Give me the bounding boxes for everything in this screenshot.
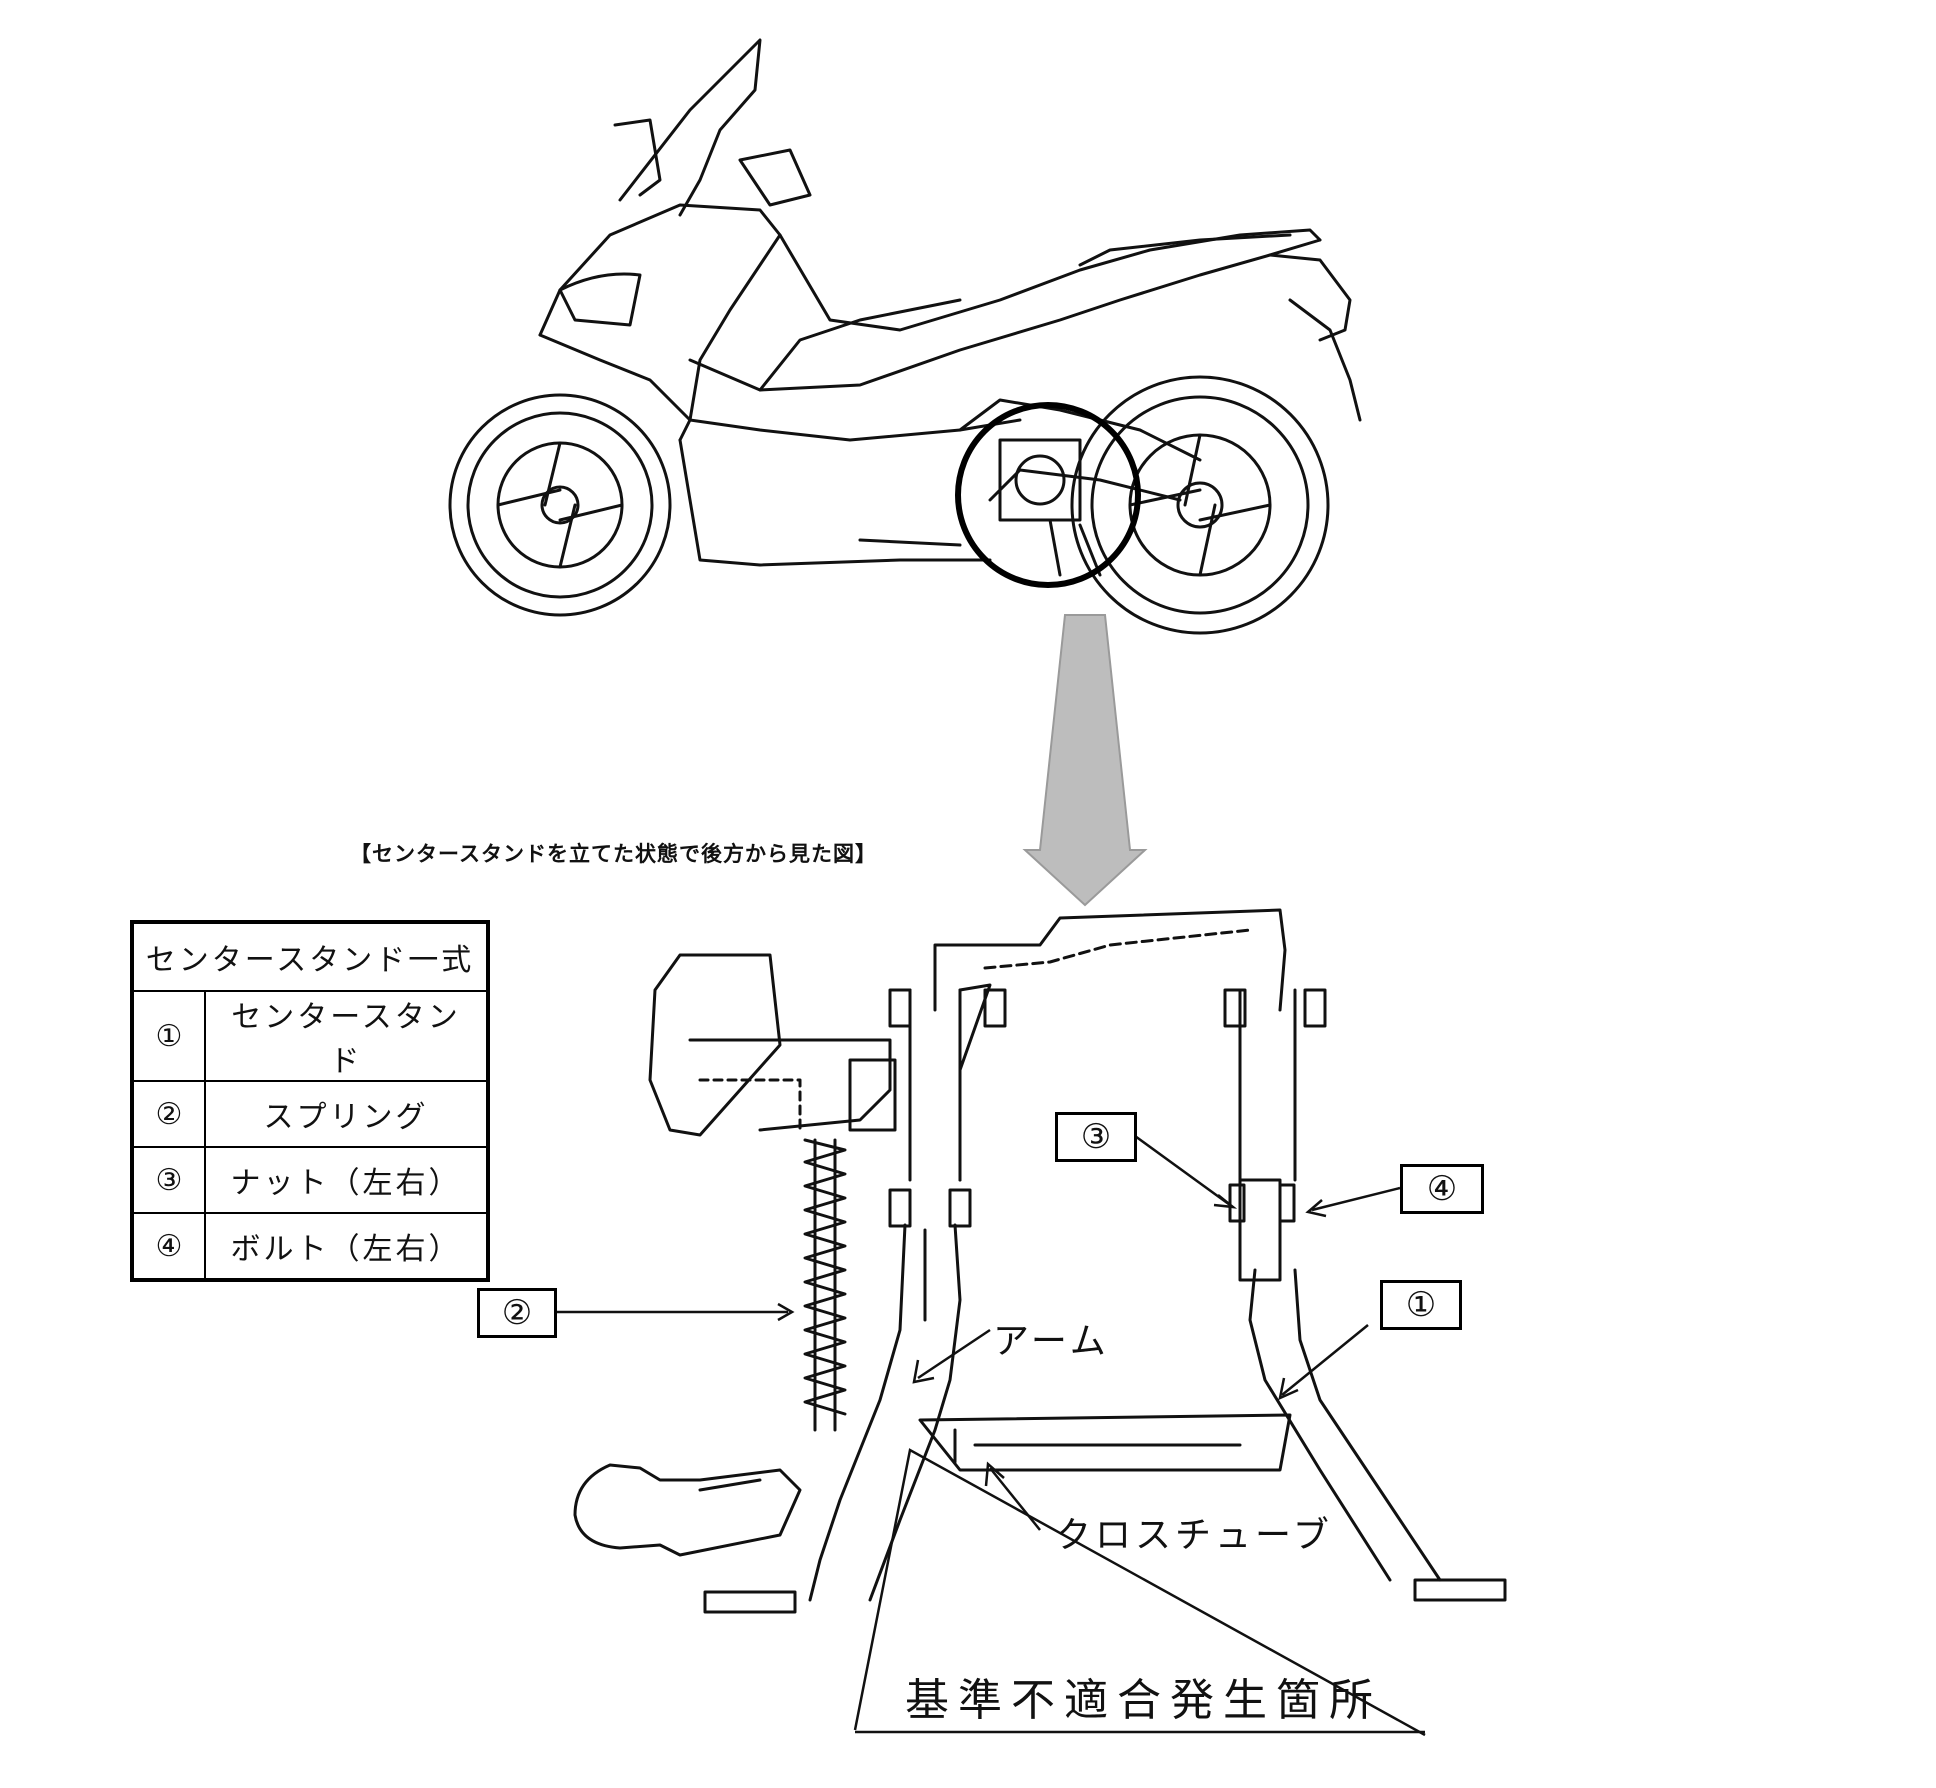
view-caption: 【センタースタンドを立てた状態で後方から見た図】 [350, 841, 877, 866]
scooter-illustration [448, 38, 1362, 635]
table-row: ④ ボルト（左右） [132, 1212, 488, 1281]
part-number: ③ [132, 1146, 206, 1214]
highlight-circle [955, 402, 1141, 588]
part-name: ナット（左右） [204, 1146, 488, 1214]
callout-4-tag: ④ [1400, 1164, 1484, 1214]
part-number: ② [132, 1080, 206, 1148]
arm-label: アーム [993, 1321, 1110, 1362]
zoom-arrow [1022, 614, 1148, 907]
table-row: ② スプリング [132, 1080, 488, 1148]
part-number: ④ [132, 1212, 206, 1281]
leader-lines [555, 1134, 1426, 1737]
callout-1-tag: ① [1380, 1280, 1462, 1330]
parts-table: センタースタンド一式 ① センタースタンド ② スプリング ③ ナット（左右） … [130, 920, 490, 1282]
defect-location-label: 基準不適合発生箇所 [905, 1675, 1382, 1726]
stand-rear-view [573, 908, 1507, 1614]
cross-tube-label: クロスチューブ [1055, 1515, 1333, 1556]
callout-2-tag: ② [477, 1288, 557, 1338]
table-row: ③ ナット（左右） [132, 1146, 488, 1214]
part-name: スプリング [204, 1080, 488, 1148]
callout-3-tag: ③ [1055, 1112, 1137, 1162]
parts-table-header: センタースタンド一式 [132, 922, 488, 992]
parts-table-header-row: センタースタンド一式 [132, 922, 488, 992]
part-name: センタースタンド [204, 990, 488, 1082]
part-number: ① [132, 990, 206, 1082]
part-name: ボルト（左右） [204, 1212, 488, 1281]
table-row: ① センタースタンド [132, 990, 488, 1082]
